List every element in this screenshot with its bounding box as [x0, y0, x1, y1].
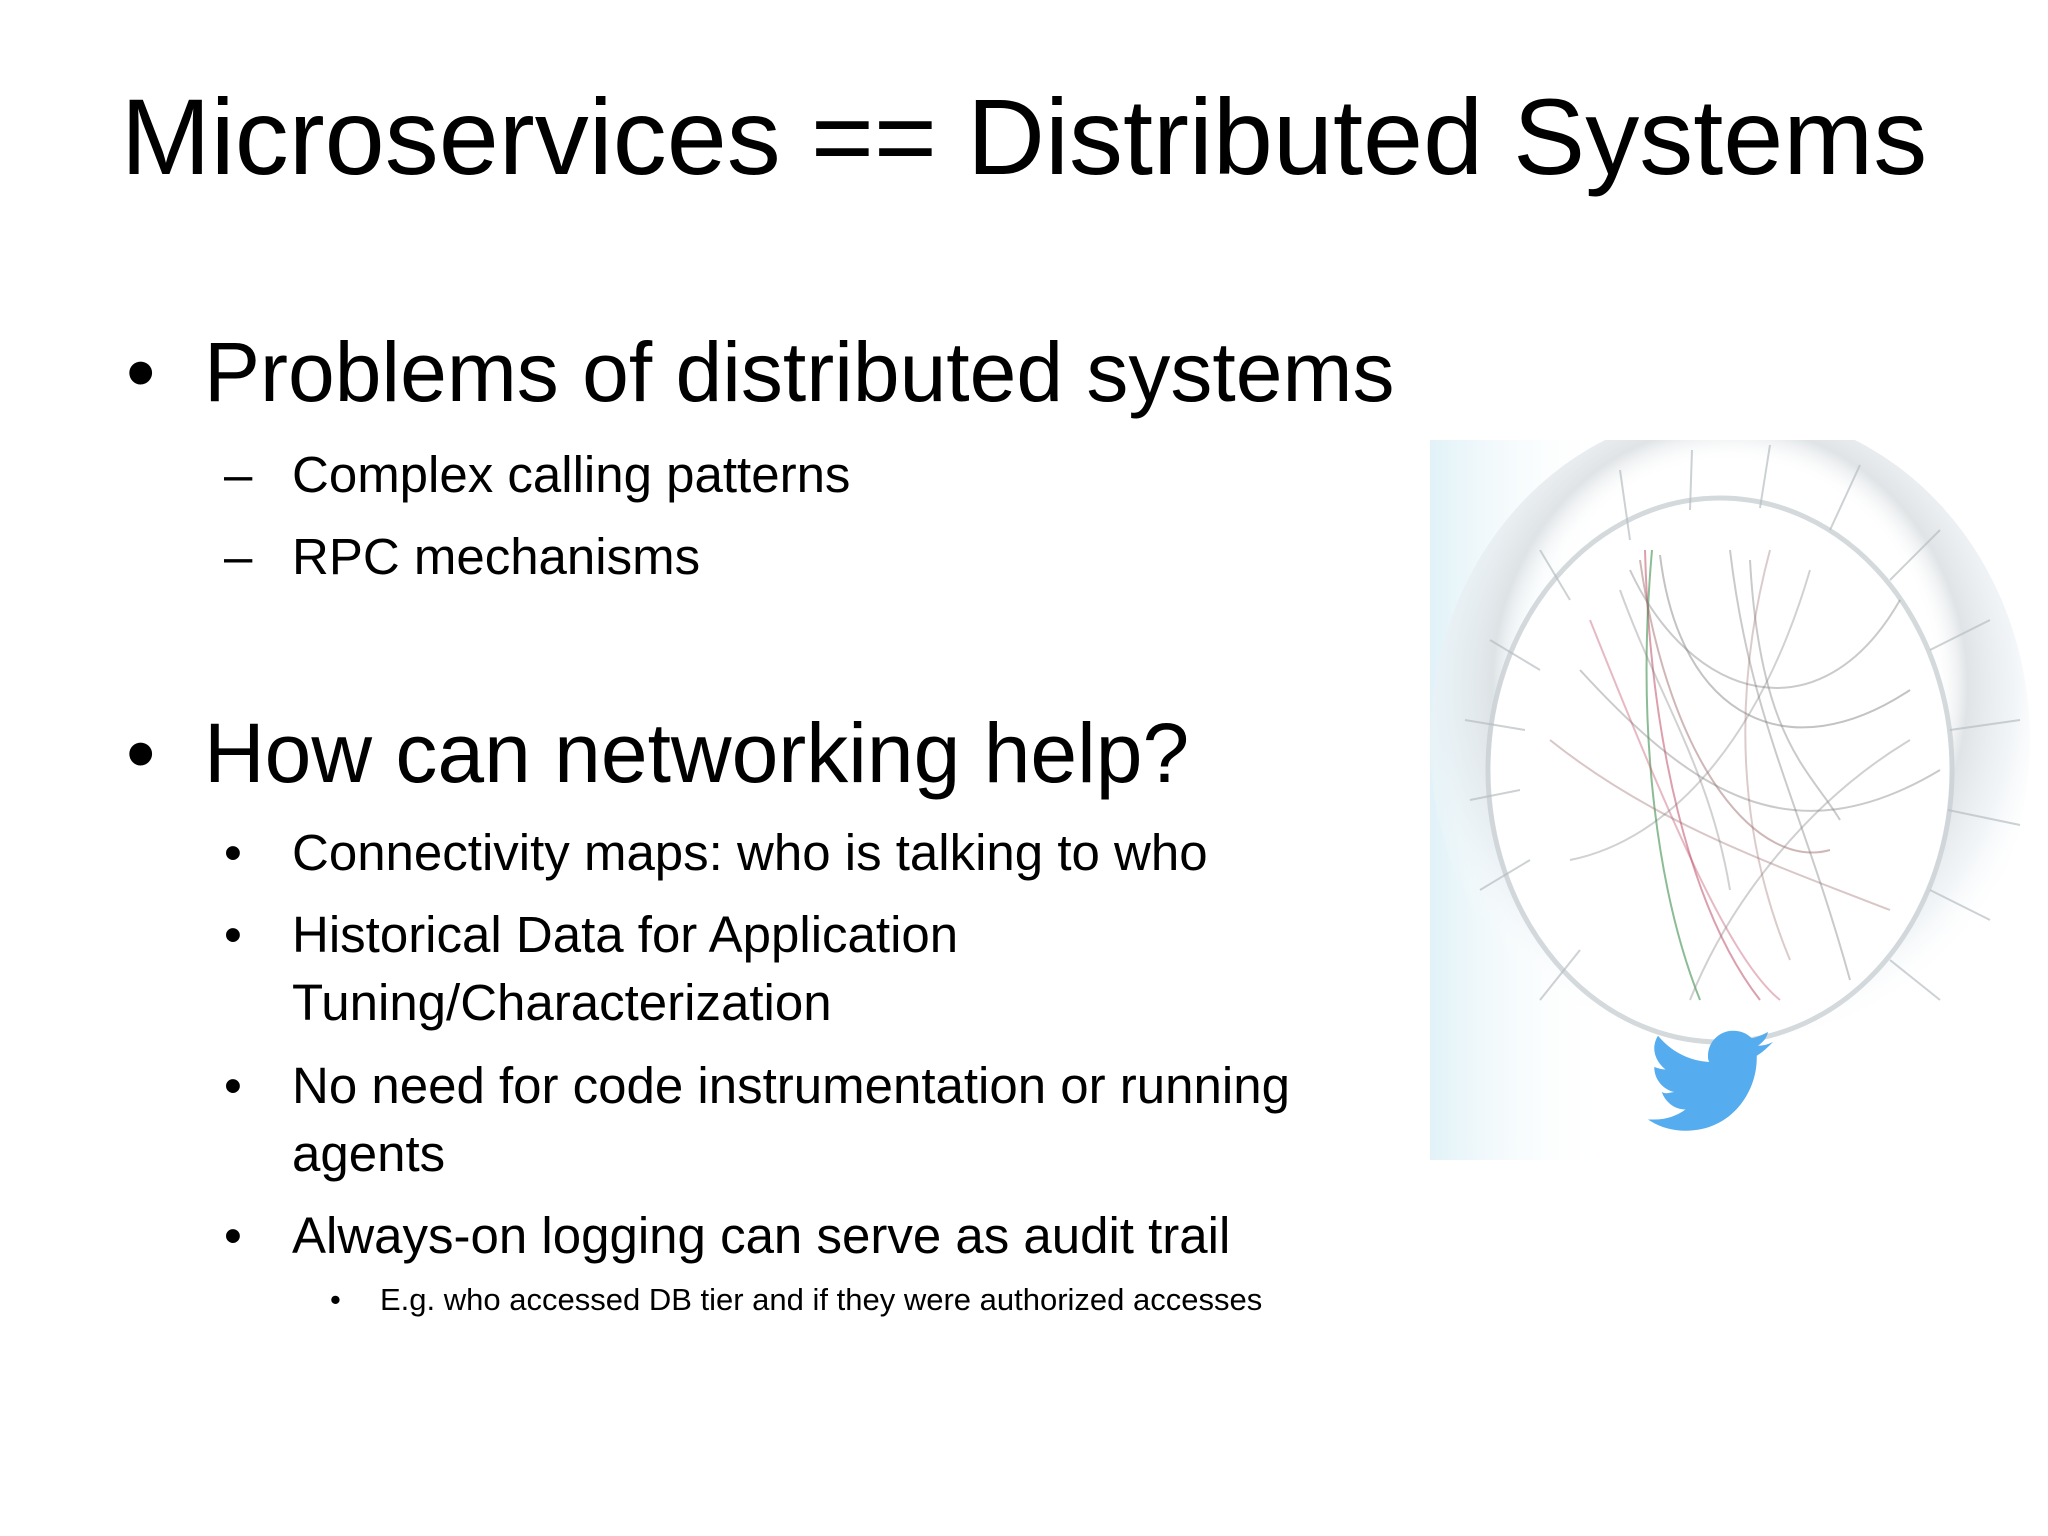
bullet-marker: •: [224, 906, 242, 963]
subbullet-text: Connectivity maps: who is talking to who: [292, 824, 1208, 881]
graph-spikes: [1464, 444, 2021, 1001]
subbullet-text-line1: No need for code instrumentation or runn…: [292, 1057, 1290, 1114]
dash-marker: –: [224, 446, 253, 503]
subsubbullet-text: E.g. who accessed DB tier and if they we…: [380, 1282, 1263, 1317]
graph-edges: [1549, 549, 1941, 1001]
subbullet-text: Always-on logging can serve as audit tra…: [292, 1207, 1231, 1264]
bullet-heading: Problems of distributed systems: [204, 325, 1395, 419]
bullet-heading: How can networking help?: [204, 706, 1190, 800]
slide-title: Microservices == Distributed Systems: [120, 76, 1928, 197]
bullet-marker: •: [126, 325, 156, 419]
dependency-graph-image: [1430, 440, 2030, 1160]
bullet-marker: •: [126, 706, 156, 800]
subbullet-text-line2: Tuning/Characterization: [292, 974, 832, 1031]
bullet-marker: •: [224, 824, 242, 881]
subbullet-text-line2: agents: [292, 1125, 446, 1182]
bullet-marker: •: [330, 1282, 341, 1317]
bullet-marker: •: [224, 1207, 242, 1264]
subbullet-text-line1: Historical Data for Application: [292, 906, 959, 963]
subbullet-text: RPC mechanisms: [292, 528, 701, 585]
twitter-bird-icon: [1648, 1030, 1773, 1131]
bullet-marker: •: [224, 1057, 242, 1114]
subbullet-text: Complex calling patterns: [292, 446, 851, 503]
dash-marker: –: [224, 528, 253, 585]
